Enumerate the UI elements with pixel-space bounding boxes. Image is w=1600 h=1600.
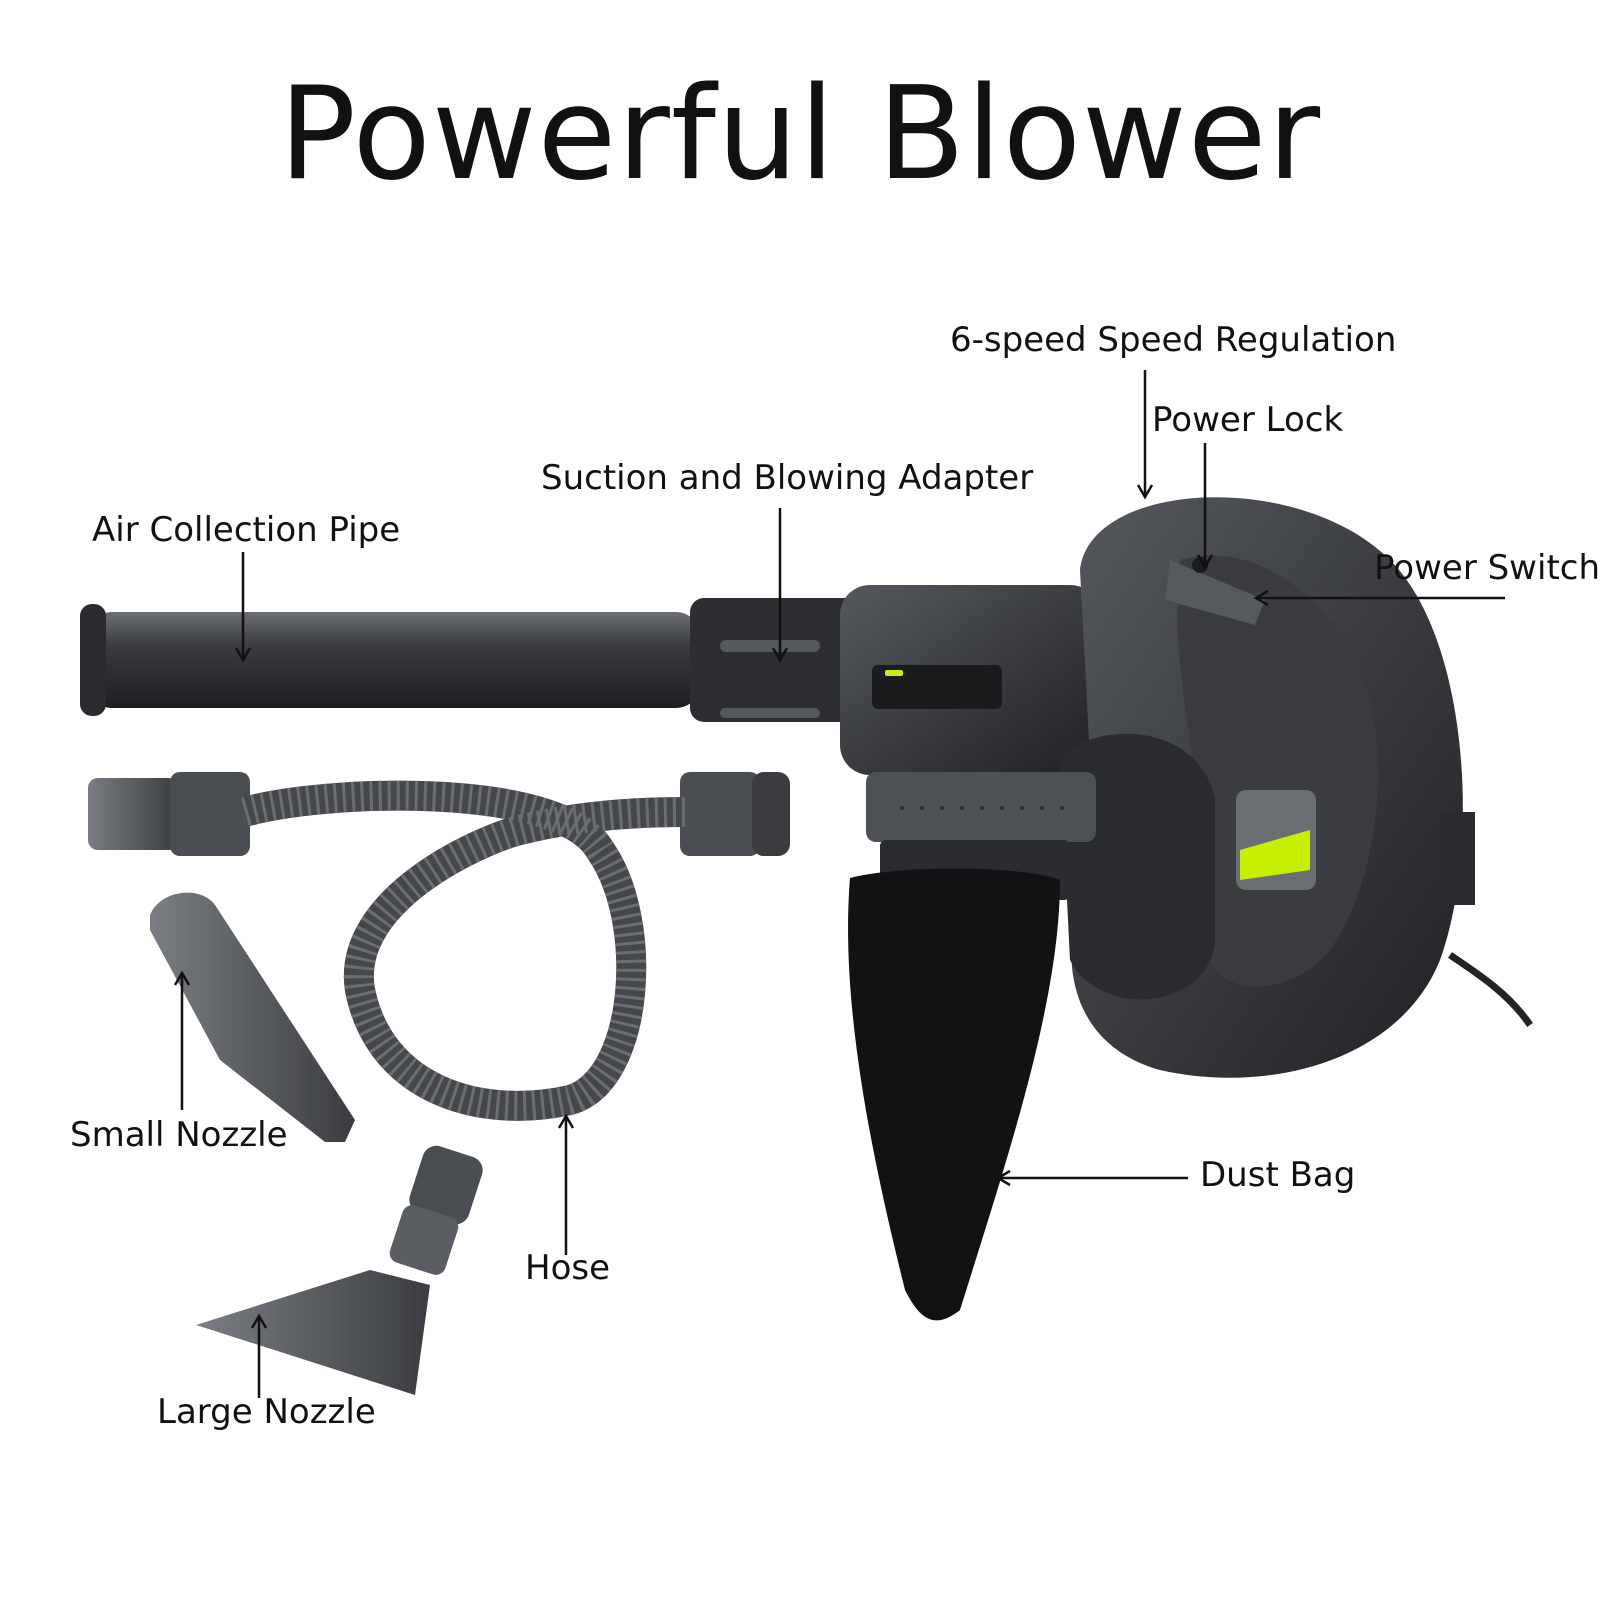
label-power-switch: Power Switch	[1374, 548, 1600, 588]
label-suction-adapter: Suction and Blowing Adapter	[541, 458, 1034, 498]
large-nozzle-shape	[196, 1145, 483, 1395]
label-speed-regulation: 6-speed Speed Regulation	[950, 320, 1397, 360]
dust-bag	[848, 868, 1060, 1321]
callout-lines	[173, 370, 1505, 1398]
air-collection-pipe	[80, 598, 870, 722]
label-power-lock: Power Lock	[1152, 400, 1344, 440]
label-air-pipe: Air Collection Pipe	[92, 510, 401, 550]
hose	[88, 772, 790, 1121]
page-title: Powerful Blower	[278, 60, 1322, 209]
label-small-nozzle: Small Nozzle	[70, 1115, 288, 1155]
blower-body	[840, 497, 1533, 1078]
label-large-nozzle: Large Nozzle	[157, 1392, 376, 1432]
label-hose: Hose	[525, 1248, 610, 1288]
label-dust-bag: Dust Bag	[1200, 1155, 1356, 1195]
small-nozzle-shape	[150, 892, 355, 1142]
